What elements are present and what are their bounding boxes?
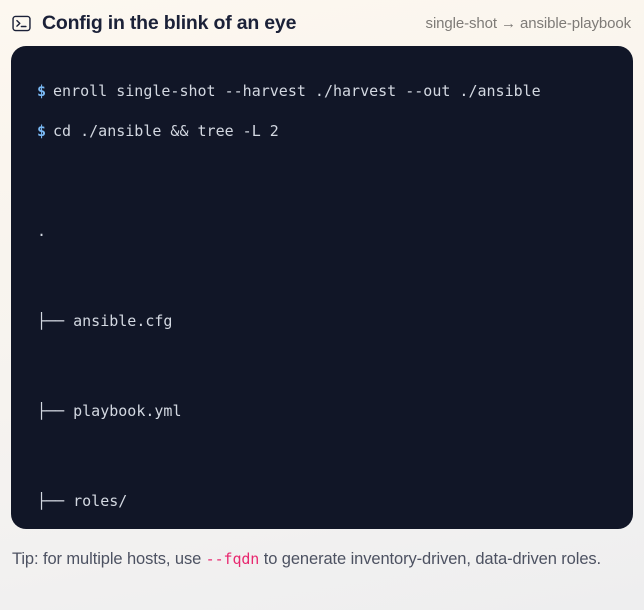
tip-flag: --fqdn bbox=[205, 550, 260, 568]
page-title: Config in the blink of an eye bbox=[42, 11, 297, 34]
tip-after: to generate inventory-driven, data-drive… bbox=[259, 550, 602, 568]
terminal-card: $ enroll single-shot --harvest ./harvest … bbox=[11, 46, 633, 529]
breadcrumb: single-shot → ansible-playbook bbox=[425, 14, 632, 32]
output-line: ├── playbook.yml bbox=[37, 402, 182, 420]
output-line: ├── roles/ bbox=[37, 492, 128, 510]
prompt-symbol: $ bbox=[37, 122, 47, 140]
command-text: cd ./ansible && tree -L 2 bbox=[53, 122, 279, 140]
output-line: . bbox=[37, 222, 47, 240]
terminal-icon bbox=[12, 15, 31, 31]
tip-before: Tip: for multiple hosts, use bbox=[12, 550, 206, 568]
output-line: ├── ansible.cfg bbox=[37, 312, 173, 330]
terminal-command-line: $ cd ./ansible && tree -L 2 bbox=[37, 116, 607, 146]
prompt-symbol: $ bbox=[37, 82, 47, 100]
page-header: Config in the blink of an eye single-sho… bbox=[11, 0, 633, 46]
terminal-output: . ├── ansible.cfg ├── playbook.yml ├── r… bbox=[37, 156, 607, 529]
terminal-command-line: $ enroll single-shot --harvest ./harvest … bbox=[37, 76, 607, 106]
tip-text: Tip: for multiple hosts, use --fqdn to g… bbox=[11, 546, 633, 573]
command-text: enroll single-shot --harvest ./harvest -… bbox=[53, 82, 541, 100]
